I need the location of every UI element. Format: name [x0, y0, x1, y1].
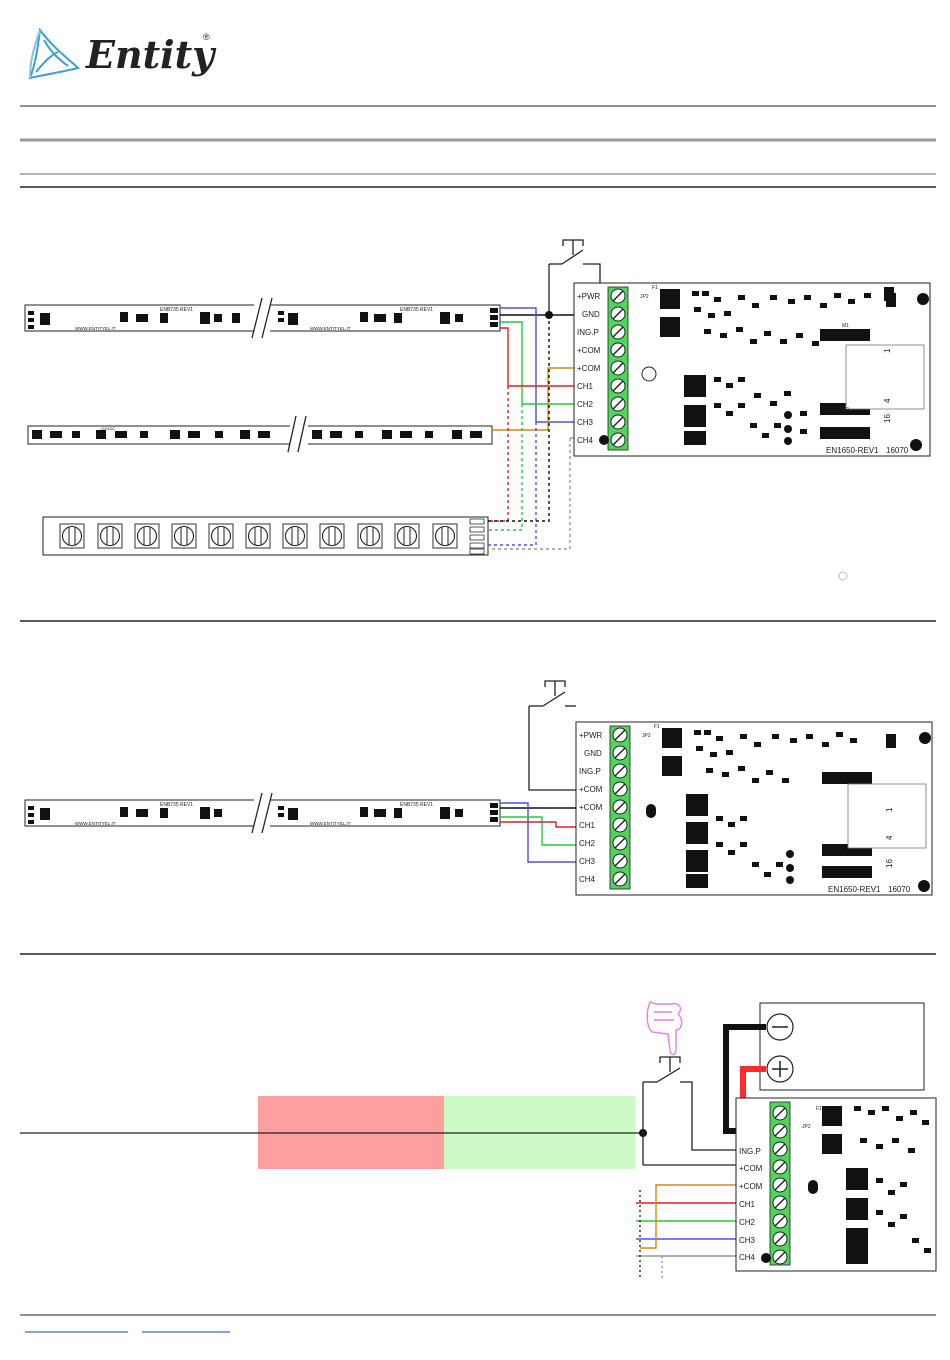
term-ch4-3: CH4	[739, 1253, 756, 1262]
board-code: 16070	[886, 446, 909, 455]
term-pwr-2: +PWR	[579, 731, 603, 740]
brand-name: Entity	[85, 32, 217, 77]
pin-1-2: 1	[885, 807, 894, 812]
term-ch2-3: CH2	[739, 1218, 756, 1227]
term-com1-3: +COM	[739, 1164, 763, 1173]
strip-url-4: WWW.ENTITYEL.IT	[310, 821, 351, 826]
board-model-2: EN1650-REV1	[828, 885, 881, 894]
strip-label-4: ENB735 REV1	[400, 802, 433, 808]
term-ch1: CH1	[577, 382, 594, 391]
section-3-diagram: ING.P +COM +COM CH1 CH2 CH3 CH4 JP2 F1	[20, 1001, 937, 1280]
fuse-label: F1	[652, 285, 658, 291]
term-pwr: +PWR	[577, 292, 601, 301]
pin-16-2: 16	[885, 859, 894, 868]
term-com1-2: +COM	[579, 785, 603, 794]
term-ingp-2: ING.P	[579, 767, 601, 776]
header-dividers	[20, 105, 936, 188]
plus-terminal-icon	[766, 1055, 794, 1083]
strip-url-3: WWW.ENTITYEL.IT	[75, 821, 116, 826]
jumper-label-2: JP2	[642, 733, 651, 739]
white-led-strip: +24VDC	[27, 415, 493, 453]
fuse-label-2: F1	[654, 724, 660, 730]
strip-url: WWW.ENTITYEL.IT	[75, 326, 116, 331]
term-ch4: CH4	[577, 436, 594, 445]
term-ch3-3: CH3	[739, 1236, 756, 1245]
pointing-hand-icon	[646, 1001, 683, 1056]
term-ch3-2: CH3	[579, 857, 596, 866]
term-gnd-2: GND	[584, 749, 602, 758]
board-model: EN1650-REV1	[826, 446, 879, 455]
term-ch3: CH3	[577, 418, 594, 427]
m2-label: M2	[842, 407, 849, 413]
term-ch1-3: CH1	[739, 1200, 756, 1209]
jumper-label-3: JP2	[802, 1124, 811, 1130]
controller-board: +PWR GND ING.P +COM +COM CH1 CH2 CH3 CH4…	[573, 282, 931, 457]
board-code-2: 16070	[888, 885, 911, 894]
term-ch1-2: CH1	[579, 821, 596, 830]
term-com2-2: +COM	[579, 803, 603, 812]
term-ingp-3: ING.P	[739, 1147, 761, 1156]
term-com1: +COM	[577, 346, 601, 355]
term-gnd: GND	[582, 310, 600, 319]
minus-terminal-icon	[766, 1013, 794, 1041]
brand-logo: Entity ®	[28, 27, 217, 80]
knob-panel	[42, 516, 489, 556]
strip-url-2: WWW.ENTITYEL.IT	[310, 326, 351, 331]
controller-board-3: ING.P +COM +COM CH1 CH2 CH3 CH4 JP2 F1	[735, 1097, 937, 1272]
mount-hole	[838, 571, 848, 581]
rgb-led-strip-2: ENB735 REV1 ENB735 REV1 WWW.ENTITYEL.IT …	[24, 792, 501, 834]
term-ingp: ING.P	[577, 328, 599, 337]
power-supply	[759, 1002, 925, 1091]
pin-16: 16	[883, 414, 892, 423]
rgb-led-strip: ENB735 REV1 ENB735 REV1 WWW.ENTITYEL.IT …	[24, 297, 501, 339]
m1-label: M1	[842, 323, 849, 329]
term-ch2: CH2	[577, 400, 594, 409]
term-com2: +COM	[577, 364, 601, 373]
controller-board-2: +PWR GND ING.P +COM +COM CH1 CH2 CH3 CH4…	[575, 721, 933, 896]
registered-mark: ®	[203, 32, 210, 42]
entity-triangle-logo-icon	[28, 27, 80, 80]
strip-voltage: +24VDC	[100, 426, 115, 431]
pin-4-2: 4	[885, 835, 894, 840]
strip-label: ENB735 REV1	[160, 307, 193, 313]
term-ch2-2: CH2	[579, 839, 596, 848]
section-2-diagram: ENB735 REV1 ENB735 REV1 WWW.ENTITYEL.IT …	[24, 680, 933, 896]
jumper-label: JP2	[640, 294, 649, 300]
pin-1: 1	[883, 348, 892, 353]
strip-label-3: ENB735 REV1	[160, 802, 193, 808]
term-com2-3: +COM	[739, 1182, 763, 1191]
term-ch4-2: CH4	[579, 875, 596, 884]
fuse-label-3: F1	[816, 1106, 822, 1112]
section-1-diagram: ENB735 REV1 ENB735 REV1 WWW.ENTITYEL.IT …	[24, 239, 931, 581]
pin-4: 4	[883, 398, 892, 403]
strip-label-2: ENB735 REV1	[400, 307, 433, 313]
